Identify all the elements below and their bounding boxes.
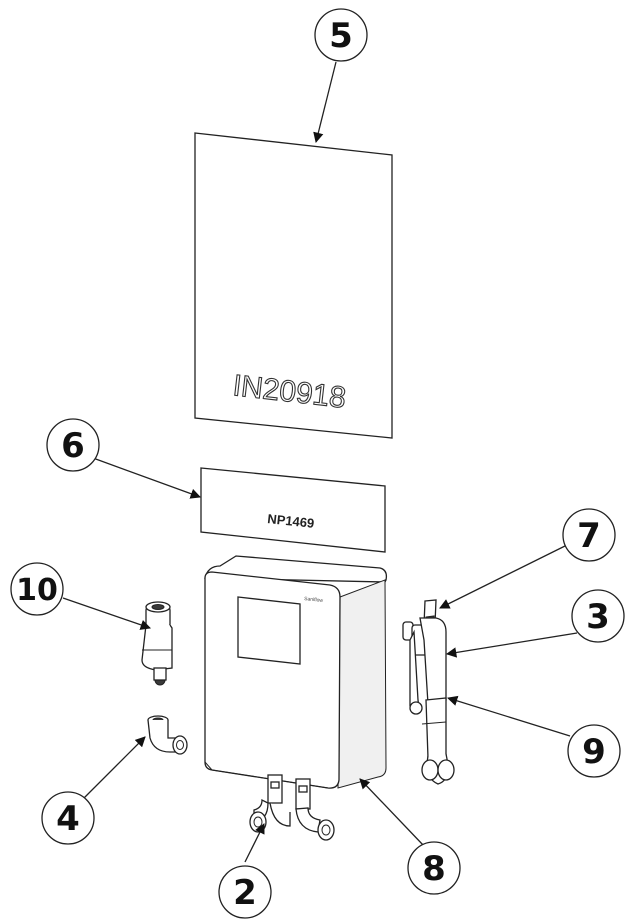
callout-3: 3 [571, 589, 625, 643]
callout-label: 5 [329, 16, 353, 56]
callout-9: 9 [567, 724, 621, 778]
callout-5: 5 [314, 8, 368, 62]
callout-label: 7 [577, 516, 601, 556]
callout-4: 4 [41, 791, 95, 845]
straight-connector [141, 601, 173, 686]
display-window [237, 596, 301, 665]
valve-assembly [402, 617, 455, 785]
callout-label: 3 [586, 597, 610, 637]
elbow-fitting [147, 715, 188, 755]
callout-label: 6 [61, 426, 85, 466]
name-plate: NP1469 [200, 467, 386, 553]
instruction-sheet: IN20918 [194, 132, 393, 439]
callout-10: 10 [10, 562, 64, 616]
name-plate-code: NP1469 [267, 511, 315, 531]
leader-lines [62, 61, 578, 863]
callout-6: 6 [46, 418, 100, 472]
callout-2: 2 [218, 865, 272, 919]
brand-logo: Saniflow [304, 596, 324, 604]
callout-label: 4 [56, 799, 80, 839]
outlet-elbows [249, 774, 335, 841]
callout-7: 7 [562, 508, 616, 562]
callout-label: 8 [422, 849, 446, 889]
callout-8: 8 [407, 841, 461, 895]
control-box: Saniflow [204, 555, 388, 789]
callout-label: 9 [582, 732, 606, 772]
callout-label: 2 [233, 873, 257, 913]
callout-label: 10 [16, 573, 58, 608]
